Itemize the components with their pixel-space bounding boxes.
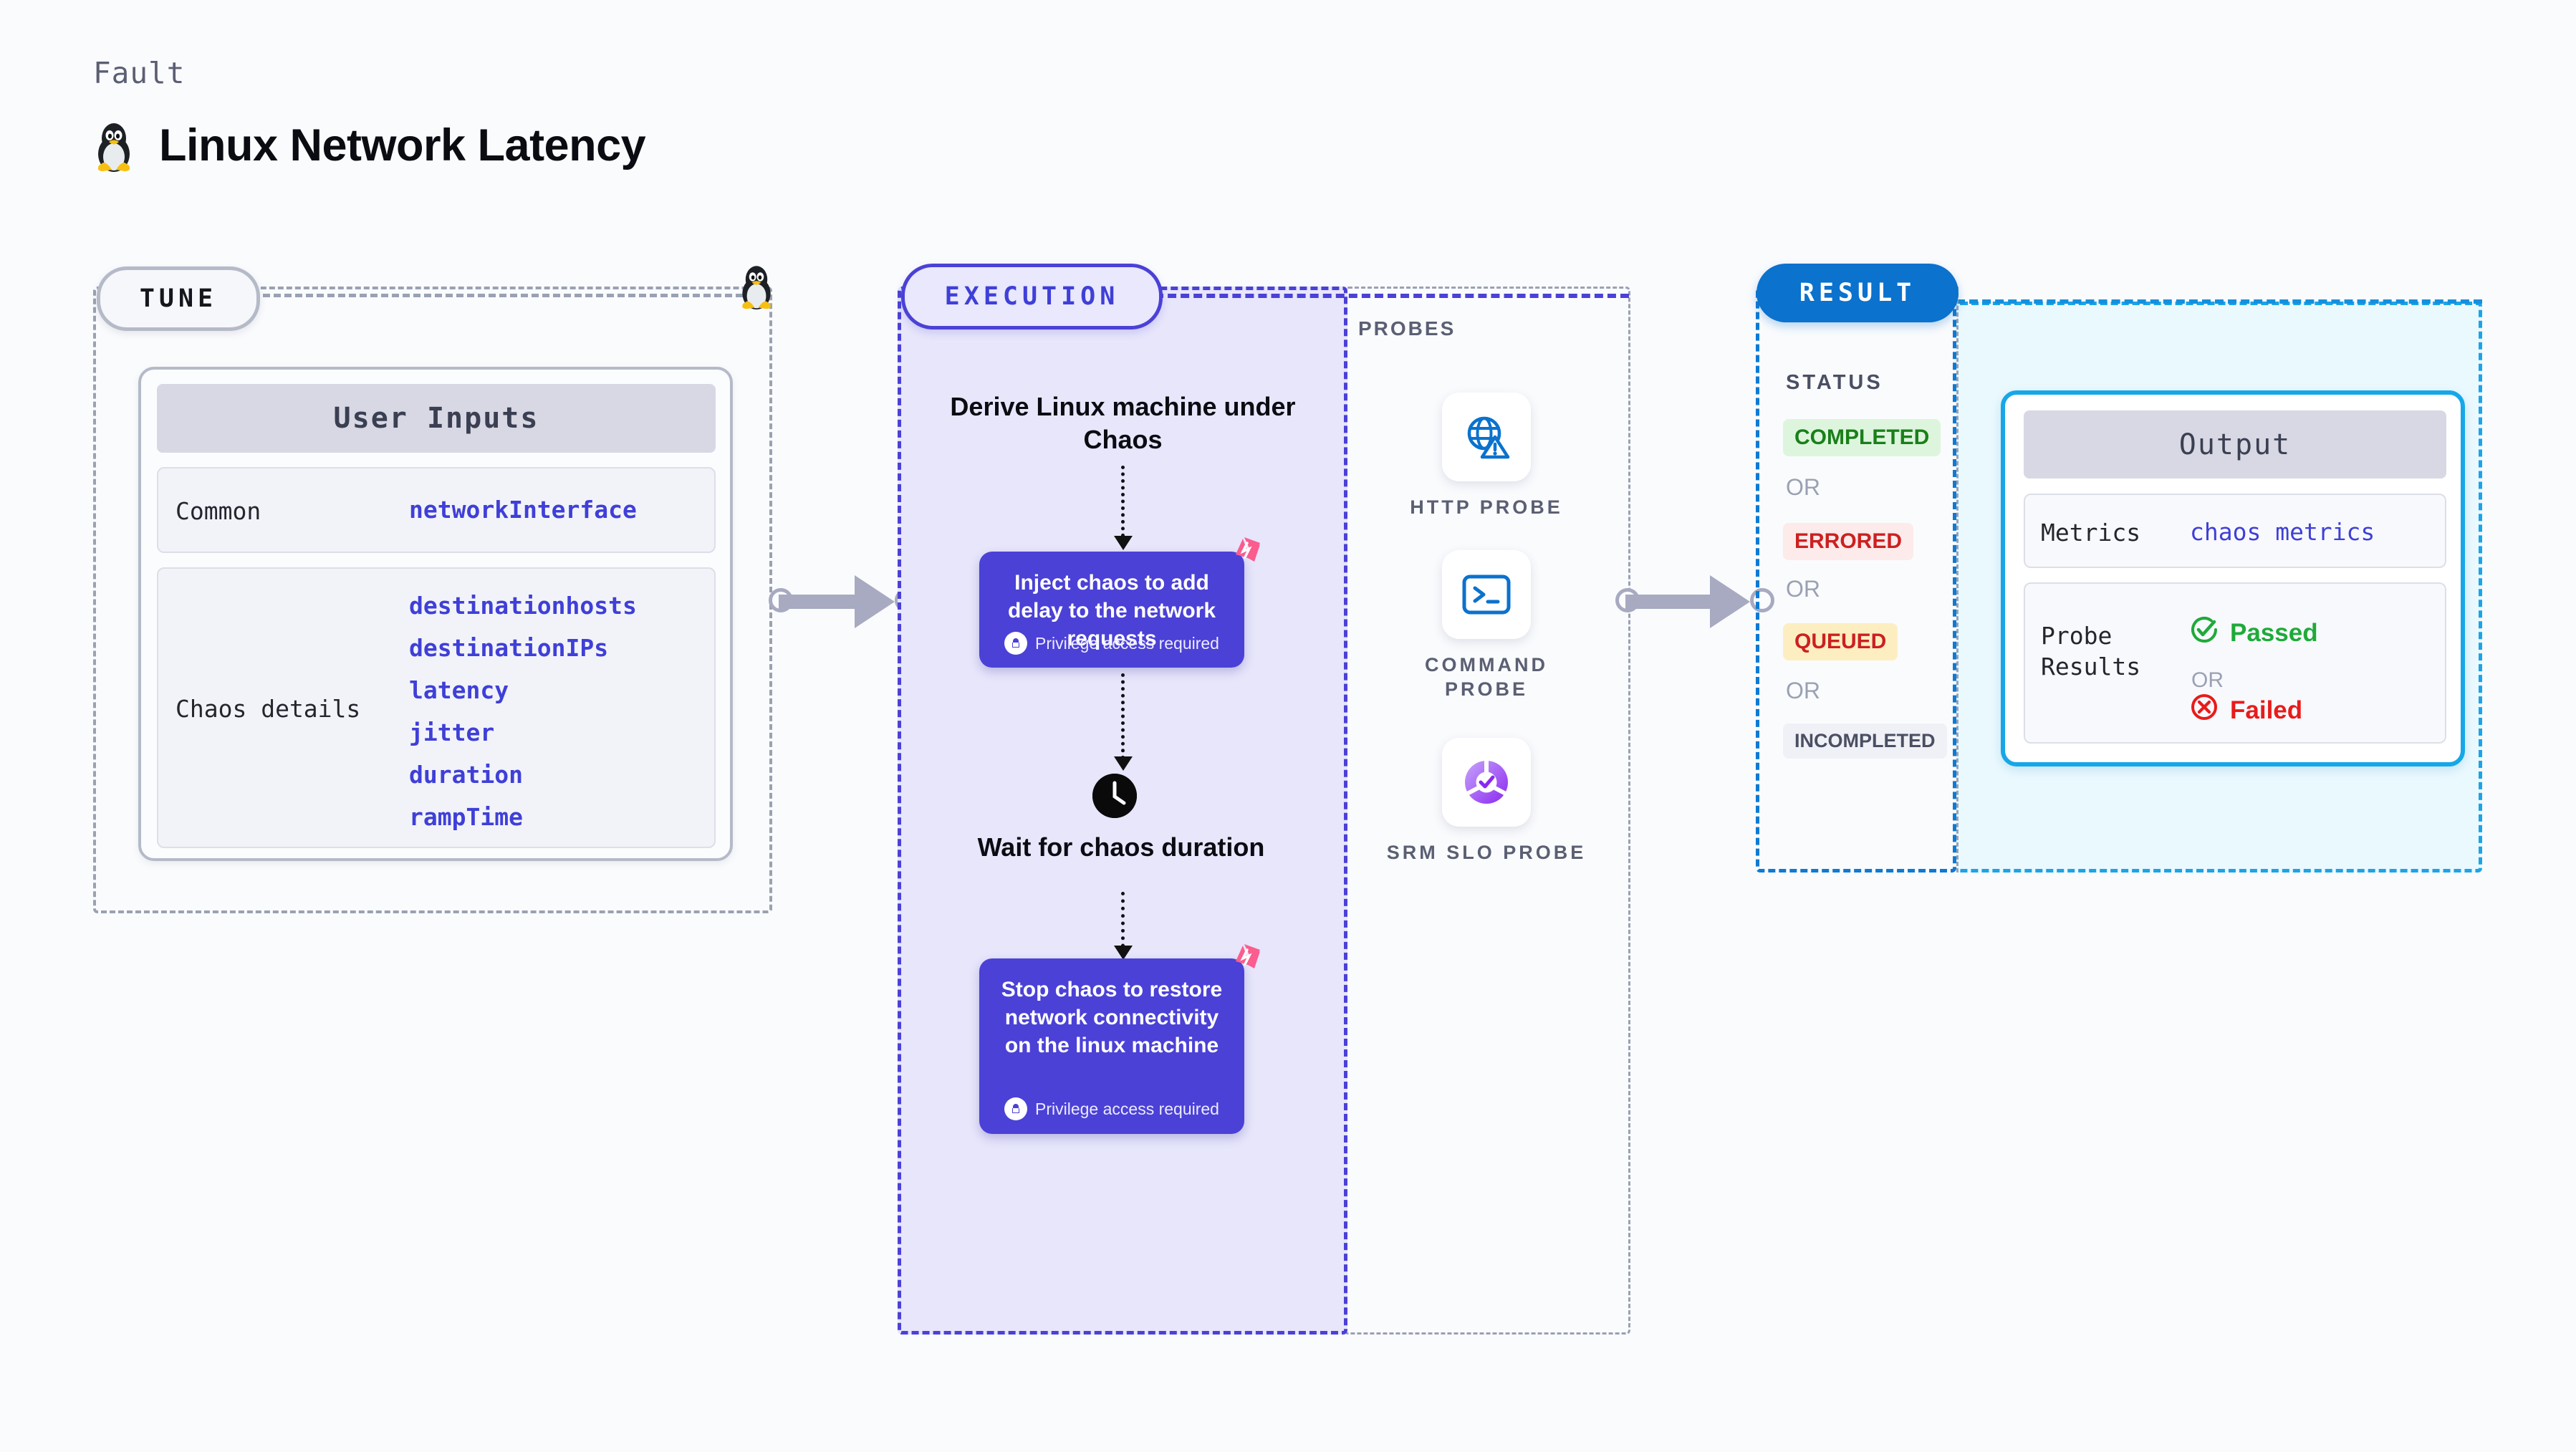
execution-step-derive: Derive Linux machine under Chaos bbox=[950, 392, 1296, 455]
probe-result-failed-label: Failed bbox=[2230, 696, 2303, 724]
connector-probes-to-result bbox=[1615, 569, 1774, 634]
param-duration[interactable]: duration bbox=[409, 761, 523, 789]
terminal-prompt-icon bbox=[1442, 550, 1531, 639]
status-or-3: OR bbox=[1786, 678, 1820, 703]
privilege-note: Privilege access required bbox=[979, 632, 1244, 655]
linux-penguin-icon bbox=[738, 261, 775, 314]
param-jitter[interactable]: jitter bbox=[409, 718, 495, 746]
execution-step-inject[interactable]: Inject chaos to add delay to the network… bbox=[979, 537, 1260, 668]
status-or-2: OR bbox=[1786, 576, 1820, 602]
param-latency[interactable]: latency bbox=[409, 676, 509, 704]
x-circle-icon bbox=[2190, 693, 2219, 728]
user-inputs-card: User Inputs Common networkInterface Chao… bbox=[138, 367, 733, 861]
harness-logo-icon bbox=[1226, 534, 1263, 575]
param-destinationhosts[interactable]: destinationhosts bbox=[409, 592, 637, 620]
lock-icon bbox=[1004, 632, 1028, 655]
output-metrics-value[interactable]: chaos metrics bbox=[2190, 518, 2375, 546]
probe-result-passed-label: Passed bbox=[2230, 618, 2318, 647]
user-inputs-header: User Inputs bbox=[157, 384, 716, 453]
probe-command[interactable]: COMMAND PROBE bbox=[1383, 550, 1590, 702]
flow-arrowhead bbox=[1114, 946, 1133, 960]
tune-row-common-label: Common bbox=[176, 497, 261, 525]
connector-tune-to-execution bbox=[769, 569, 919, 634]
page-title: Linux Network Latency bbox=[93, 118, 646, 173]
result-pill[interactable]: RESULT bbox=[1756, 264, 1959, 322]
result-dashed-connector bbox=[1956, 299, 2482, 304]
output-header-label: Output bbox=[2178, 428, 2292, 461]
privilege-note: Privilege access required bbox=[979, 1097, 1244, 1120]
status-badge-completed: COMPLETED bbox=[1783, 419, 1941, 456]
tune-row-chaos-details: Chaos details destinationhosts destinati… bbox=[157, 567, 716, 848]
fault-kicker: Fault bbox=[93, 56, 186, 90]
execution-step-wait: Wait for chaos duration bbox=[977, 832, 1265, 862]
probe-result-failed: Failed bbox=[2190, 693, 2302, 728]
clock-icon bbox=[1092, 774, 1137, 818]
status-badge-incompleted: INCOMPLETED bbox=[1783, 723, 1947, 759]
probe-srm-slo-label: SRM SLO PROBE bbox=[1386, 842, 1587, 863]
output-row-probe-results: Probe Results Passed OR Failed bbox=[2024, 582, 2446, 744]
result-divider bbox=[1956, 287, 1959, 872]
tune-row-chaos-label: Chaos details bbox=[176, 695, 361, 723]
output-probe-results-label: Probe Results bbox=[2041, 622, 2141, 681]
result-pill-label: RESULT bbox=[1799, 279, 1916, 307]
output-card: Output Metrics chaos metrics Probe Resul… bbox=[2001, 390, 2465, 766]
execution-dashed-connector bbox=[1155, 294, 1629, 298]
probe-result-passed: Passed bbox=[2190, 615, 2318, 650]
tune-pill-label: TUNE bbox=[139, 284, 218, 313]
status-label: STATUS bbox=[1786, 371, 1883, 394]
status-badge-queued: QUEUED bbox=[1783, 623, 1898, 660]
execution-step-stop[interactable]: Stop chaos to restore network connectivi… bbox=[979, 944, 1260, 1134]
execution-step-stop-label: Stop chaos to restore network connectivi… bbox=[1001, 978, 1223, 1057]
status-or-1: OR bbox=[1786, 474, 1820, 500]
check-circle-icon bbox=[2190, 615, 2219, 650]
probe-result-or: OR bbox=[2191, 668, 2224, 692]
flow-dotted-line bbox=[1121, 466, 1125, 537]
probe-srm-slo[interactable]: SRM SLO PROBE bbox=[1383, 738, 1590, 865]
flow-dotted-line bbox=[1121, 892, 1125, 955]
probe-http[interactable]: HTTP PROBE bbox=[1383, 393, 1590, 520]
tune-pill[interactable]: TUNE bbox=[97, 266, 260, 331]
linux-penguin-icon bbox=[93, 118, 135, 173]
flow-arrowhead bbox=[1114, 536, 1133, 550]
page-title-text: Linux Network Latency bbox=[159, 120, 646, 170]
flow-dotted-line bbox=[1121, 673, 1125, 759]
lock-icon bbox=[1004, 1097, 1028, 1120]
globe-warning-icon bbox=[1442, 393, 1531, 481]
param-ramptime[interactable]: rampTime bbox=[409, 803, 523, 831]
probe-command-label: COMMAND PROBE bbox=[1425, 654, 1548, 700]
harness-logo-icon bbox=[1226, 941, 1263, 982]
privilege-note-label: Privilege access required bbox=[1035, 633, 1219, 653]
output-row-metrics: Metrics chaos metrics bbox=[2024, 494, 2446, 568]
probes-section-label: PROBES bbox=[1358, 317, 1456, 340]
execution-step-inject-label: Inject chaos to add delay to the network… bbox=[1007, 571, 1216, 650]
output-metrics-label: Metrics bbox=[2041, 519, 2141, 547]
tune-row-common: Common networkInterface bbox=[157, 467, 716, 553]
tune-dashed-connector bbox=[252, 294, 754, 297]
param-networkinterface[interactable]: networkInterface bbox=[409, 496, 637, 524]
execution-pill-label: EXECUTION bbox=[944, 282, 1120, 311]
param-destinationips[interactable]: destinationIPs bbox=[409, 634, 609, 662]
flow-arrowhead bbox=[1114, 756, 1133, 771]
output-header: Output bbox=[2024, 410, 2446, 479]
slo-donut-check-icon bbox=[1442, 738, 1531, 827]
privilege-note-label: Privilege access required bbox=[1035, 1099, 1219, 1118]
user-inputs-header-label: User Inputs bbox=[333, 402, 539, 435]
execution-pill[interactable]: EXECUTION bbox=[901, 264, 1163, 330]
probe-http-label: HTTP PROBE bbox=[1410, 496, 1563, 518]
status-badge-errored: ERRORED bbox=[1783, 523, 1914, 560]
